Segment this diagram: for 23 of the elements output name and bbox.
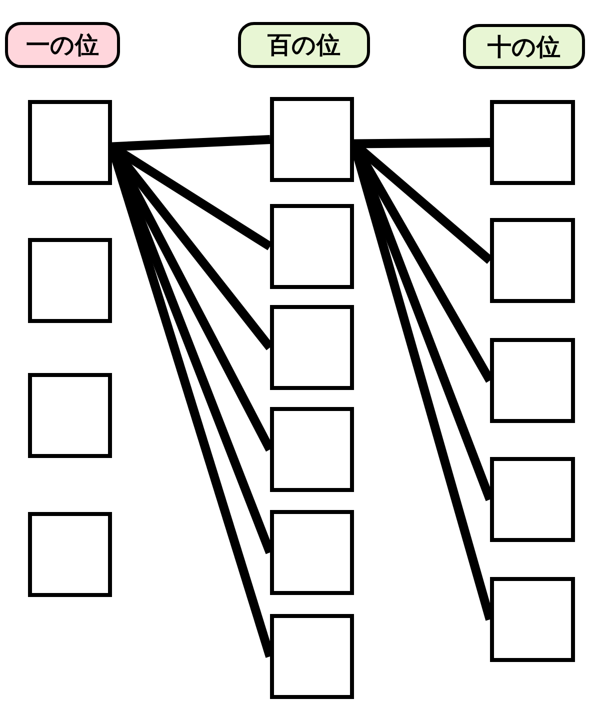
answer-box xyxy=(490,338,575,423)
answer-box xyxy=(270,407,354,492)
answer-box xyxy=(270,305,354,390)
place-value-label xyxy=(463,24,585,69)
answer-box xyxy=(270,614,354,699)
label-text: 百の位 xyxy=(268,30,340,61)
answer-box xyxy=(490,218,575,303)
answer-box xyxy=(28,373,112,458)
answer-box xyxy=(270,97,354,182)
answer-box xyxy=(28,238,112,323)
label-text: 十の位 xyxy=(488,32,560,62)
place-value-label xyxy=(238,22,370,68)
connecting-line xyxy=(112,135,270,152)
answer-box xyxy=(270,510,354,595)
answer-box xyxy=(28,512,112,597)
answer-box xyxy=(270,204,354,289)
connecting-line xyxy=(354,138,490,148)
label-text: 一の位 xyxy=(26,30,99,61)
answer-box xyxy=(28,100,112,185)
answer-box xyxy=(490,100,575,185)
answer-box xyxy=(490,577,575,662)
answer-box xyxy=(490,457,575,542)
place-value-label xyxy=(5,22,120,68)
